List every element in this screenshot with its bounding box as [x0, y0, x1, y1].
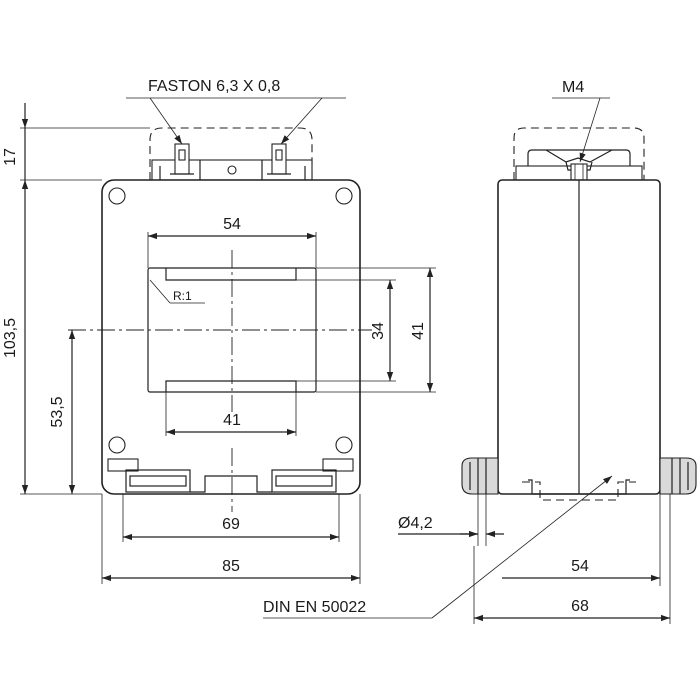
dim-mount-height: 53,5	[49, 396, 66, 427]
dim-body-height: 103,5	[2, 318, 19, 358]
din-rail-inner	[528, 479, 630, 495]
front-view: R:1 FASTON 6,3 X 0,8 17 103,5 53,5 54 41	[2, 78, 436, 584]
terminal-housing-outline	[149, 127, 313, 180]
mounting-hole-tr	[335, 187, 353, 205]
dim-window-inner-height: 34	[370, 322, 387, 340]
dim-body-width: 85	[222, 558, 240, 575]
dim-terminal-height: 17	[2, 148, 19, 166]
faston-terminal-right	[267, 143, 291, 175]
din-label: DIN EN 50022	[263, 599, 366, 616]
front-body	[101, 179, 361, 495]
radius-label: R:1	[173, 289, 192, 303]
din-rail	[522, 481, 636, 501]
faston-label: FASTON 6,3 X 0,8	[148, 78, 280, 95]
dim-window-width: 54	[223, 216, 241, 233]
dim-window-inner-width: 41	[223, 412, 241, 429]
dim-slot-spacing: 69	[222, 516, 240, 533]
m4-housing-outline	[513, 127, 645, 180]
m4-label: M4	[562, 79, 584, 96]
din-slot-left	[107, 458, 191, 493]
din-slot-right	[271, 458, 354, 493]
bottom-notch	[190, 475, 272, 493]
side-foot-right	[659, 457, 697, 495]
dim-side-depth: 68	[571, 598, 589, 615]
mounting-hole-br	[335, 436, 353, 454]
diameter-label: Ø4,2	[398, 515, 433, 532]
window-inner	[165, 268, 297, 392]
terminal-screw	[227, 165, 237, 175]
m4-screw	[570, 163, 588, 181]
side-view: Ø4,2 54 68 DIN EN 50022 M4	[263, 79, 697, 624]
mounting-hole-tl	[108, 187, 126, 205]
side-foot-left	[461, 457, 499, 495]
dim-window-height: 41	[410, 322, 427, 340]
dim-side-rail: 54	[571, 558, 589, 575]
mounting-hole-bl	[108, 436, 126, 454]
